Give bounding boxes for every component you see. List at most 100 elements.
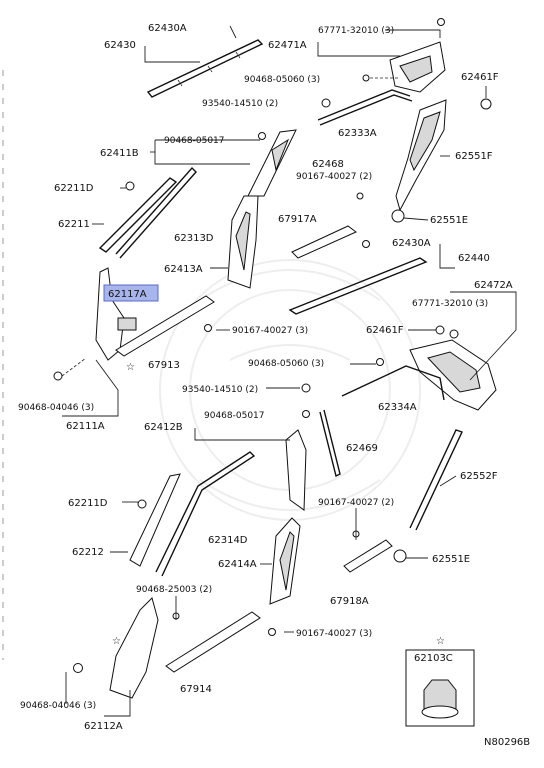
part-62440-rail <box>288 257 428 315</box>
part-62468-seal <box>271 138 290 172</box>
part-62333A-trim-edge <box>319 94 413 126</box>
label-90468-05017-top: 90468-05017 <box>164 136 225 146</box>
label-62469: 62469 <box>346 443 378 454</box>
label-67914: 67914 <box>180 684 212 695</box>
label-62440: 62440 <box>458 253 490 264</box>
label-62334A: 62334A <box>378 402 417 413</box>
part-62314D-strip <box>155 451 256 577</box>
label-62111A: 62111A <box>66 421 105 432</box>
star-marker-c-icon: ☆ <box>436 636 445 647</box>
part-62471A-shading <box>399 55 433 83</box>
label-90167-40027-3-low: 90167-40027 (3) <box>296 629 372 639</box>
label-90468-05017-mid: 90468-05017 <box>204 411 265 421</box>
leader-line <box>62 359 119 417</box>
part-62334A-trim <box>341 365 445 401</box>
clip-62211D-icon <box>125 181 135 191</box>
clip-62430A-icon <box>362 240 370 248</box>
label-67917A: 67917A <box>278 214 317 225</box>
screw-90468-04046-b-icon <box>73 663 83 673</box>
leader-line <box>154 152 250 165</box>
label-90468-25003: 90468-25003 (2) <box>136 585 212 595</box>
part-62117A-cover <box>117 317 137 331</box>
label-62430A-top: 62430A <box>148 23 187 34</box>
label-62472A: 62472A <box>474 280 513 291</box>
label-62333A: 62333A <box>338 128 377 139</box>
part-62551E-b-knob-icon <box>393 549 407 563</box>
leader-line <box>144 46 200 63</box>
clip-93540-icon <box>321 98 331 108</box>
label-90468-04046-low: 90468-04046 (3) <box>20 701 96 711</box>
label-62461F-mid: 62461F <box>366 325 404 336</box>
label-62314D: 62314D <box>208 535 248 546</box>
part-62414A-shading <box>279 531 295 591</box>
label-67771-32010-mid: 67771-32010 (3) <box>412 299 488 309</box>
label-67918A: 67918A <box>330 596 369 607</box>
label-90468-04046-top: 90468-04046 (3) <box>18 403 94 413</box>
part-62551E-knob-icon <box>391 209 405 223</box>
label-90468-05060-mid: 90468-05060 (3) <box>248 359 324 369</box>
label-62411B: 62411B <box>100 148 139 159</box>
highlight-62117A <box>103 284 159 302</box>
part-62472A-shading <box>427 351 481 393</box>
label-62211D-mid: 62211D <box>68 498 108 509</box>
label-62430: 62430 <box>104 40 136 51</box>
fastener-62461F-icon <box>480 98 492 110</box>
label-62313D: 62313D <box>174 233 214 244</box>
label-62551E-mid: 62551E <box>432 554 470 565</box>
label-62211D-top: 62211D <box>54 183 94 194</box>
label-90167-40027-3-mid: 90167-40027 (3) <box>232 326 308 336</box>
part-62212-strip <box>129 473 181 567</box>
star-marker-b-icon: ☆ <box>112 636 121 647</box>
leader-line <box>439 244 455 269</box>
part-62111A-cowl <box>95 267 125 361</box>
label-62552F: 62552F <box>460 471 498 482</box>
screw-90468-05017-icon <box>258 132 266 140</box>
leader-line <box>450 291 517 381</box>
label-62413A: 62413A <box>164 264 203 275</box>
label-93540-14510-mid: 93540-14510 (2) <box>182 385 258 395</box>
label-90167-40027-2-mid: 90167-40027 (2) <box>318 498 394 508</box>
clip-93540-b-icon <box>301 383 311 393</box>
leader-line <box>317 42 400 57</box>
leader-line <box>403 217 429 221</box>
part-62211-strip <box>98 177 178 253</box>
part-62552F-pillar-trim <box>409 429 463 531</box>
label-62211: 62211 <box>58 219 90 230</box>
label-62414A: 62414A <box>218 559 257 570</box>
part-62112A-cowl <box>109 597 159 699</box>
leader-line <box>154 139 260 152</box>
label-62430A-mid: 62430A <box>392 238 431 249</box>
part-67918A-scuff <box>343 539 393 573</box>
label-62468: 62468 <box>312 159 344 170</box>
label-67771-32010-top: 67771-32010 (3) <box>318 26 394 36</box>
screw-90167-d-icon <box>268 628 276 636</box>
screw-90167-b-icon <box>204 324 212 332</box>
part-62430-roof-trim <box>146 39 264 98</box>
part-62412B-pillar <box>285 429 307 511</box>
screw-90167-icon <box>356 192 364 200</box>
label-62117A: 62117A <box>108 289 147 300</box>
leader-line <box>177 79 183 87</box>
label-62471A: 62471A <box>268 40 307 51</box>
part-62333A-trim <box>317 89 411 121</box>
label-62551F: 62551F <box>455 151 493 162</box>
label-62112A: 62112A <box>84 721 123 732</box>
clip-67771-icon <box>437 18 445 26</box>
part-62413A-shading <box>235 211 251 271</box>
star-marker-icon: ☆ <box>126 362 135 373</box>
part-67917A-scuff <box>291 225 357 259</box>
leader-line <box>439 475 457 487</box>
leader-line <box>235 51 241 59</box>
leader-line <box>229 25 237 39</box>
label-62212: 62212 <box>72 547 104 558</box>
screw-90468-04046-icon <box>53 371 63 381</box>
label-62551E-top: 62551E <box>430 215 468 226</box>
leader-line <box>194 428 290 441</box>
label-90167-40027-2-top: 90167-40027 (2) <box>296 172 372 182</box>
part-62551F-shading <box>409 111 441 172</box>
screw-90468-05060-icon <box>362 74 370 82</box>
part-67913-scuff-plate <box>115 295 215 357</box>
fastener-62461F-b-icon <box>435 325 445 335</box>
